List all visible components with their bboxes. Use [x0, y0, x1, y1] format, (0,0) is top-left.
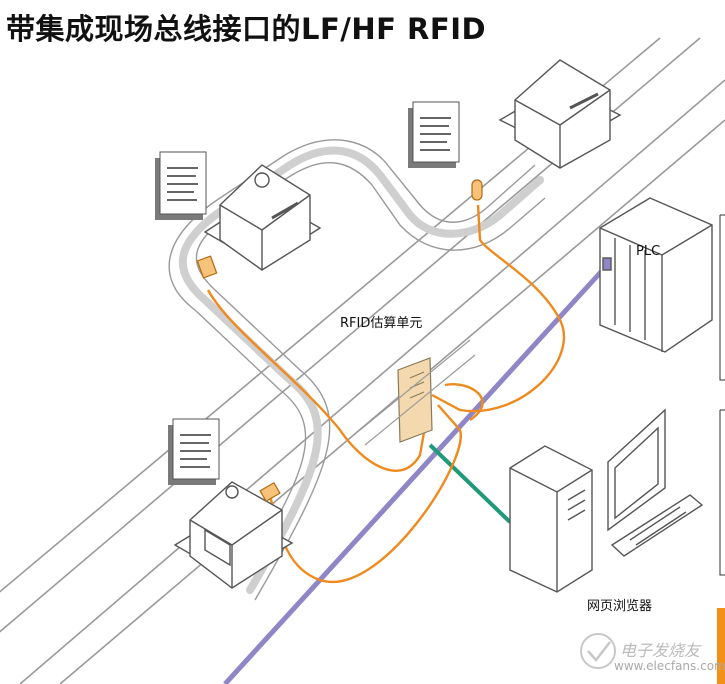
loop-track [178, 146, 544, 594]
server-tower [509, 445, 593, 593]
frame-edge-top [719, 214, 725, 381]
browser-label: 网页浏览器 [587, 599, 653, 614]
carrier-bottom [173, 481, 294, 589]
frame-edge-bottom [719, 409, 725, 576]
rfid-evaluation-unit [359, 339, 476, 446]
page-title: 带集成现场总线接口的LF/HF RFID [6, 12, 487, 46]
monitor-icon [607, 408, 704, 557]
ethernet-line [428, 443, 512, 524]
conveyor-track [0, 37, 725, 684]
fieldbus-line [223, 260, 612, 684]
carrier-top-left [203, 164, 322, 271]
watermark-text: 电子发烧友 [620, 641, 701, 660]
document-icons [155, 101, 460, 485]
rfid-unit-label: RFID估算单元 [340, 316, 423, 331]
watermark-url: www.elecfans.com [614, 659, 725, 673]
watermark-logo-icon [580, 633, 616, 669]
accent-bar [717, 608, 725, 684]
plc-label: PLC [636, 244, 661, 259]
carrier-top-right [498, 59, 622, 169]
rfid-tag-icons [196, 179, 483, 503]
plc-rack [599, 197, 713, 353]
